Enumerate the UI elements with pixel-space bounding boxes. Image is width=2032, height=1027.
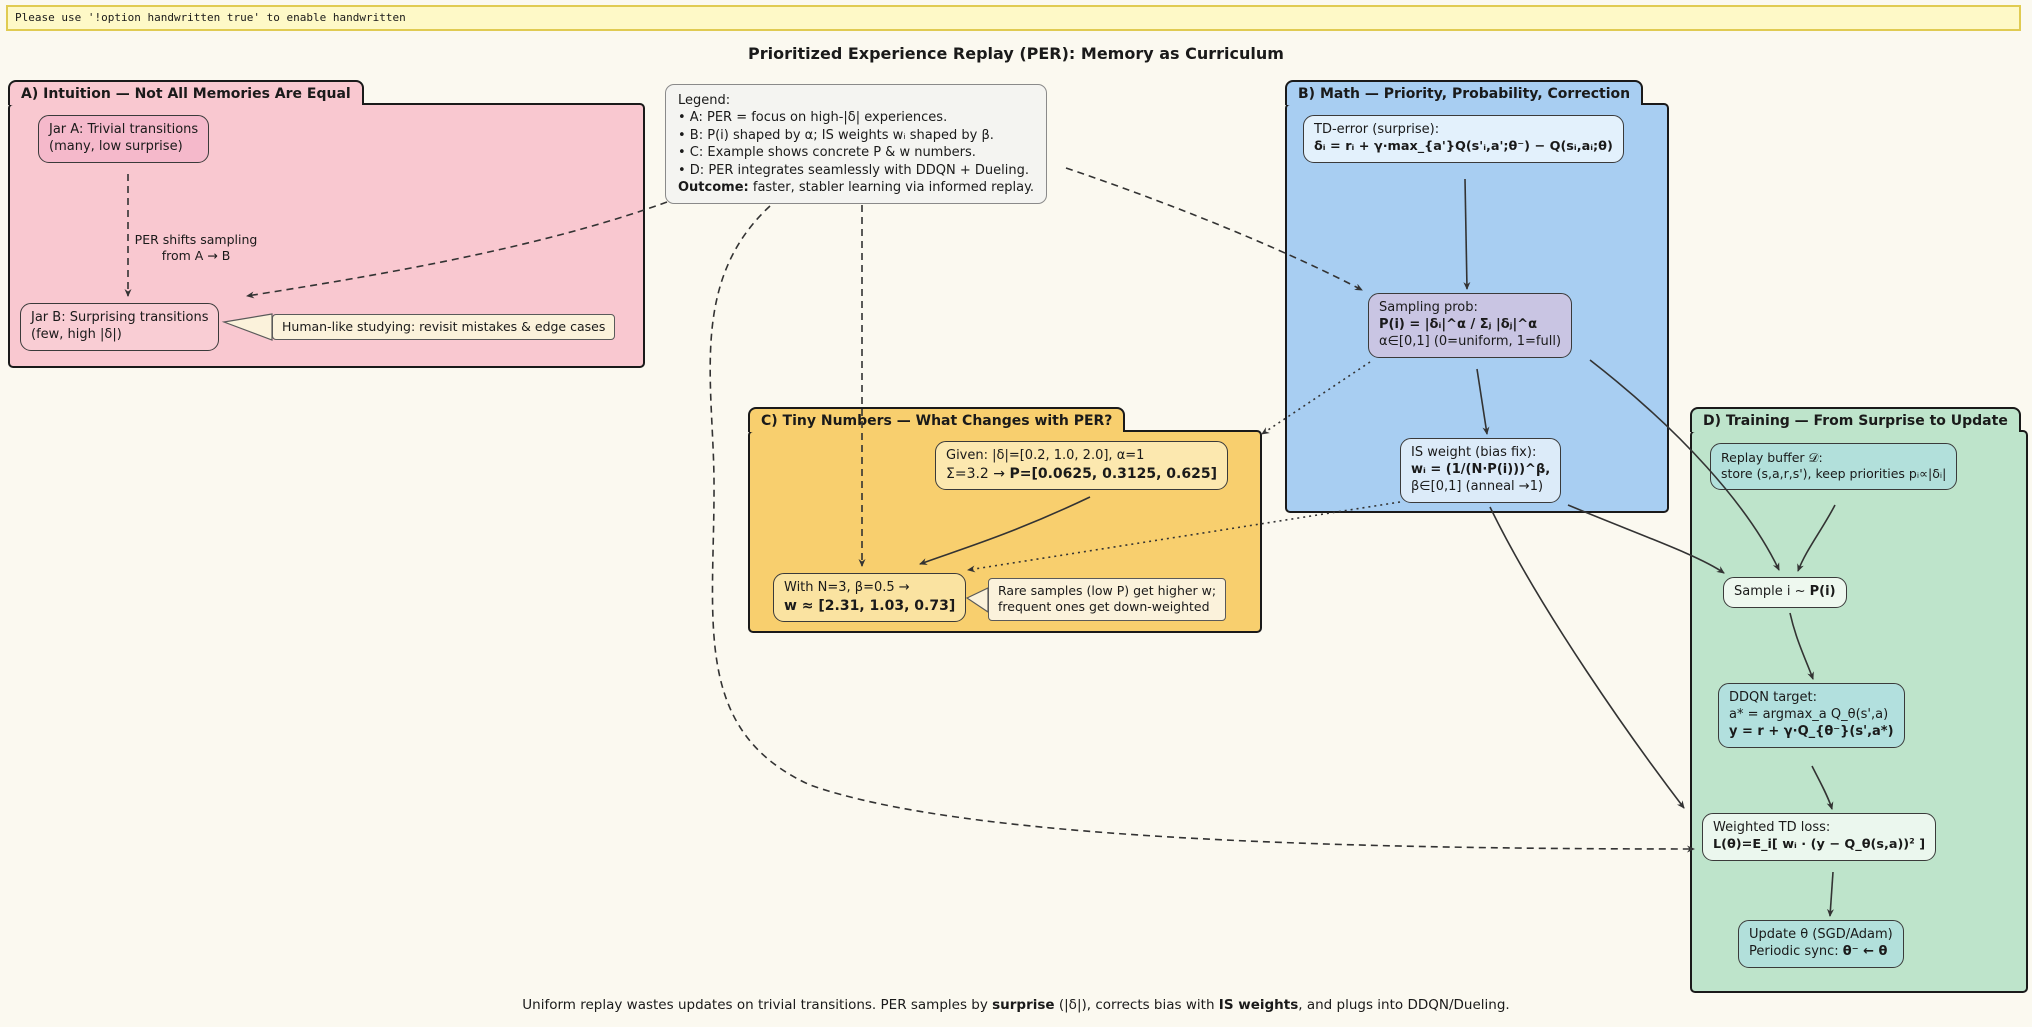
panel-b-header: B) Math — Priority, Probability, Correct…: [1285, 80, 1644, 105]
caption: Uniform replay wastes updates on trivial…: [522, 997, 1510, 1013]
legend-title: Legend:: [678, 93, 731, 108]
loss-line2: L(θ)=E_i[ wᵢ · (y − Q_θ(s,a))² ]: [1713, 836, 1926, 852]
update-node: Update θ (SGD/Adam) Periodic sync: θ⁻ ← …: [1738, 920, 1904, 968]
is-weight-note: β∈[0,1] (anneal →1): [1411, 478, 1544, 494]
jar-a-line2: (many, low surprise): [49, 138, 183, 154]
top-banner-text: Please use '!option handwritten true' to…: [15, 11, 406, 24]
sampling-prob-node: Sampling prob: P(i) = |δᵢ|^α / Σⱼ |δⱼ|^α…: [1368, 293, 1573, 358]
jar-a-node: Jar A: Trivial transitions (many, low su…: [38, 115, 210, 163]
legend-box: Legend: • A: PER = focus on high-|δ| exp…: [665, 84, 1048, 205]
panel-c-header: C) Tiny Numbers — What Changes with PER?: [748, 407, 1126, 432]
legend-item-c: • C: Example shows concrete P & w number…: [678, 145, 976, 161]
update-line1: Update θ (SGD/Adam): [1749, 927, 1893, 942]
replay-buffer-line2: store (s,a,r,s'), keep priorities pᵢ∝|δᵢ…: [1721, 466, 1947, 482]
td-error-formula: δᵢ = rᵢ + γ·max_{a'}Q(s'ᵢ,a';θ⁻) − Q(sᵢ,…: [1314, 138, 1613, 154]
legend-outcome-label: Outcome:: [678, 180, 749, 196]
td-error-title: TD-error (surprise):: [1314, 122, 1440, 137]
is-weight-formula: wᵢ = (1/(N·P(i)))^β,: [1411, 461, 1551, 477]
page-title: Prioritized Experience Replay (PER): Mem…: [748, 44, 1284, 63]
jar-b-node: Jar B: Surprising transitions (few, high…: [20, 303, 220, 351]
is-weight-title: IS weight (bias fix):: [1411, 445, 1537, 460]
replay-buffer-line1: Replay buffer 𝒟:: [1721, 450, 1823, 465]
given-node: Given: |δ|=[0.2, 1.0, 2.0], α=1 Σ=3.2 → …: [935, 441, 1228, 491]
weighted-loss-node: Weighted TD loss: L(θ)=E_i[ wᵢ · (y − Q_…: [1702, 813, 1937, 861]
sampling-prob-note: α∈[0,1] (0=uniform, 1=full): [1379, 333, 1562, 349]
ddqn-line1: DDQN target:: [1729, 690, 1818, 705]
sample-node: Sample i ~ P(i): [1723, 577, 1847, 608]
shift-label: PER shifts sampling from A → B: [134, 232, 258, 264]
ddqn-line3: y = r + γ·Q_{θ⁻}(s',a*): [1729, 723, 1894, 739]
replay-buffer-node: Replay buffer 𝒟: store (s,a,r,s'), keep …: [1710, 443, 1958, 490]
given-line2: Σ=3.2 → P=[0.0625, 0.3125, 0.625]: [946, 465, 1217, 482]
arrow-is-loss: [1489, 506, 1685, 809]
callout-human-studying: Human-like studying: revisit mistakes & …: [272, 314, 616, 341]
legend-item-d: • D: PER integrates seamlessly with DDQN…: [678, 162, 1029, 178]
update-line2: Periodic sync: θ⁻ ← θ: [1749, 943, 1888, 959]
is-weight-node: IS weight (bias fix): wᵢ = (1/(N·P(i)))^…: [1400, 438, 1562, 503]
jar-b-line1: Jar B: Surprising transitions: [31, 310, 209, 325]
with-node: With N=3, β=0.5 → w ≈ [2.31, 1.03, 0.73]: [773, 573, 967, 623]
with-line1: With N=3, β=0.5 →: [784, 580, 910, 595]
loss-line1: Weighted TD loss:: [1713, 820, 1831, 835]
ddqn-target-node: DDQN target: a* = argmax_a Q_θ(s',a) y =…: [1718, 683, 1905, 748]
given-line1: Given: |δ|=[0.2, 1.0, 2.0], α=1: [946, 448, 1145, 463]
jar-b-line2: (few, high |δ|): [31, 326, 122, 342]
sampling-prob-title: Sampling prob:: [1379, 300, 1478, 315]
top-banner: Please use '!option handwritten true' to…: [6, 5, 2021, 31]
panel-a-header: A) Intuition — Not All Memories Are Equa…: [8, 80, 364, 105]
with-line2: w ≈ [2.31, 1.03, 0.73]: [784, 597, 956, 614]
legend-item-a: • A: PER = focus on high-|δ| experiences…: [678, 110, 948, 126]
td-error-node: TD-error (surprise): δᵢ = rᵢ + γ·max_{a'…: [1303, 115, 1624, 163]
sampling-prob-formula: P(i) = |δᵢ|^α / Σⱼ |δⱼ|^α: [1379, 316, 1538, 332]
jar-a-line1: Jar A: Trivial transitions: [49, 122, 199, 137]
legend-outcome-text: faster, stabler learning via informed re…: [748, 180, 1035, 196]
panel-d-header: D) Training — From Surprise to Update: [1690, 407, 2021, 432]
callout-rare-samples: Rare samples (low P) get higher w; frequ…: [988, 578, 1227, 621]
ddqn-line2: a* = argmax_a Q_θ(s',a): [1729, 706, 1889, 722]
legend-item-b: • B: P(i) shaped by α; IS weights wᵢ sha…: [678, 127, 994, 143]
legend-outcome: Outcome: faster, stabler learning via in…: [678, 179, 1034, 196]
